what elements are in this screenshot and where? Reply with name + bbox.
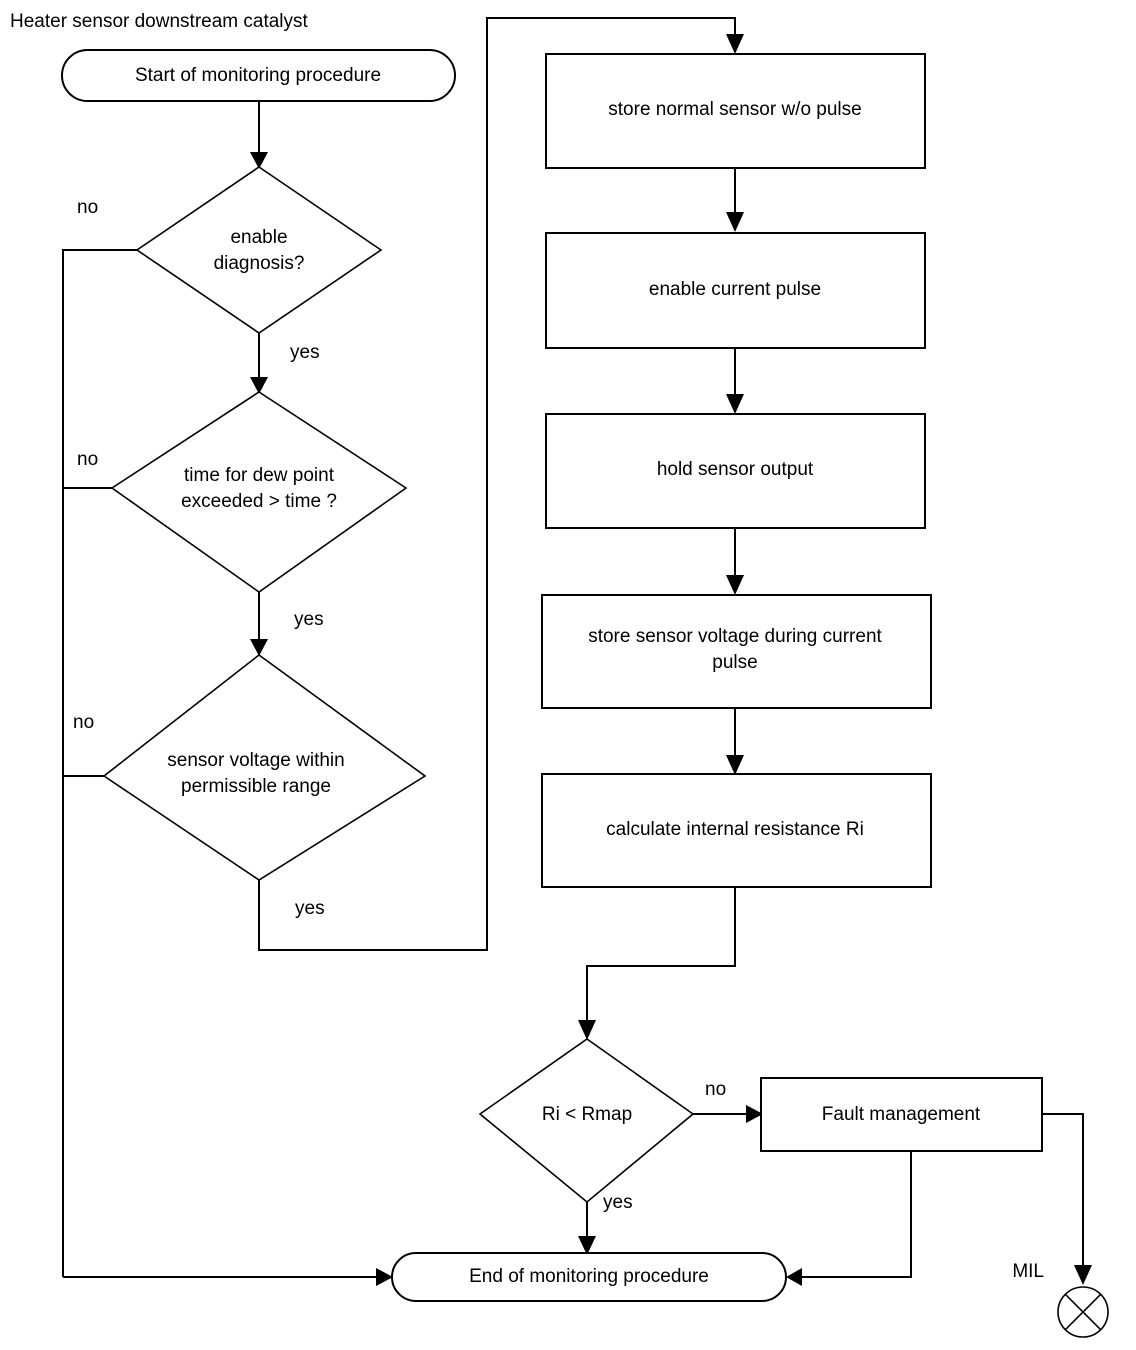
dew-point-decision-shape <box>110 391 408 593</box>
node-hold-sensor-output[interactable]: hold sensor output <box>545 413 926 529</box>
edge-label-ri-no: no <box>705 1079 726 1100</box>
mil-label: MIL <box>1012 1261 1044 1282</box>
sensor-voltage-label-line1: sensor voltage within <box>167 750 344 771</box>
hold-sensor-output-shape <box>545 413 926 529</box>
end-terminator-shape <box>391 1252 787 1302</box>
node-sensor-voltage-range[interactable]: sensor voltage within permissible range <box>102 653 427 881</box>
store-sensor-voltage-shape <box>541 594 932 709</box>
dew-point-label-line2: exceeded > time ? <box>181 491 337 512</box>
store-normal-sensor-shape <box>545 53 926 169</box>
enable-diagnosis-decision-shape <box>135 166 383 334</box>
arrowhead-sensor-voltage-in <box>250 639 268 656</box>
diagram-caption: Heater sensor downstream catalyst <box>10 11 309 32</box>
calculate-ri-label: calculate internal resistance Ri <box>606 819 864 840</box>
node-start[interactable]: Start of monitoring procedure <box>61 49 456 102</box>
arrowhead-store-sensor-voltage-in <box>726 575 744 595</box>
edge-enable-diagnosis-no <box>62 249 137 1277</box>
arrowhead-fault-management-in <box>746 1105 763 1123</box>
arrowhead-enable-current-pulse-in <box>726 212 744 232</box>
enable-current-pulse-label: enable current pulse <box>649 279 821 300</box>
ri-lt-rmap-decision-shape <box>478 1038 695 1204</box>
arrowhead-dew-point-in <box>250 377 268 394</box>
mil-lamp-cross-line-2 <box>1064 1293 1102 1331</box>
sensor-voltage-decision-shape <box>102 653 427 881</box>
start-terminator-shape <box>61 49 456 102</box>
store-sensor-voltage-label-line1: store sensor voltage during current <box>588 626 882 647</box>
store-normal-sensor-label: store normal sensor w/o pulse <box>608 99 861 120</box>
connector-layer <box>62 17 1092 1286</box>
ri-lt-rmap-label: Ri < Rmap <box>542 1104 632 1125</box>
node-end[interactable]: End of monitoring procedure <box>391 1252 787 1302</box>
node-enable-current-pulse[interactable]: enable current pulse <box>545 232 926 349</box>
edge-fault-to-mil <box>1042 1113 1084 1270</box>
arrowhead-hold-sensor-output-in <box>726 394 744 414</box>
edge-label-enable-diagnosis-no: no <box>77 197 98 218</box>
arrowhead-enable-diagnosis-in <box>250 152 268 169</box>
node-store-sensor-voltage[interactable]: store sensor voltage during current puls… <box>541 594 932 709</box>
enable-diagnosis-label-line2: diagnosis? <box>214 253 305 274</box>
edge-fault-to-end <box>800 1151 912 1278</box>
arrowhead-ri-decision-in <box>578 1020 596 1040</box>
edge-label-dew-point-no: no <box>77 449 98 470</box>
fault-management-label: Fault management <box>822 1104 981 1125</box>
fault-management-shape <box>760 1077 1043 1152</box>
arrowhead-end-in-right <box>786 1268 802 1286</box>
arrowhead-calculate-ri-in <box>726 755 744 775</box>
arrowhead-store-normal-sensor-in <box>726 34 744 54</box>
edge-label-sensor-voltage-no: no <box>73 712 94 733</box>
node-store-normal-sensor[interactable]: store normal sensor w/o pulse <box>545 53 926 169</box>
arrowhead-end-in-top <box>578 1236 596 1255</box>
dew-point-label-line1: time for dew point <box>184 465 335 486</box>
edge-label-enable-diagnosis-yes: yes <box>290 342 320 363</box>
enable-diagnosis-label-line1: enable <box>230 227 287 248</box>
node-enable-diagnosis[interactable]: enable diagnosis? <box>135 166 383 334</box>
node-calculate-ri[interactable]: calculate internal resistance Ri <box>541 773 932 888</box>
node-mil-lamp[interactable]: MIL <box>1012 1261 1109 1338</box>
edge-label-sensor-voltage-yes: yes <box>295 898 325 919</box>
edge-label-ri-yes: yes <box>603 1192 633 1213</box>
store-sensor-voltage-label-line2: pulse <box>712 652 757 673</box>
edge-calculate-to-ri-decision <box>586 887 736 1026</box>
sensor-voltage-label-line2: permissible range <box>181 776 331 797</box>
end-label: End of monitoring procedure <box>469 1266 709 1287</box>
edge-label-dew-point-yes: yes <box>294 609 324 630</box>
node-ri-lt-rmap[interactable]: Ri < Rmap <box>478 1038 695 1204</box>
arrowhead-end-in-left <box>376 1268 393 1286</box>
node-fault-management[interactable]: Fault management <box>760 1077 1043 1152</box>
calculate-ri-shape <box>541 773 932 888</box>
enable-current-pulse-shape <box>545 232 926 349</box>
start-label: Start of monitoring procedure <box>135 65 381 86</box>
hold-sensor-output-label: hold sensor output <box>657 459 814 480</box>
node-dew-point[interactable]: time for dew point exceeded > time ? <box>110 391 408 593</box>
arrowhead-mil-in <box>1074 1265 1092 1285</box>
edge-sensor-voltage-yes-loop <box>258 17 736 951</box>
